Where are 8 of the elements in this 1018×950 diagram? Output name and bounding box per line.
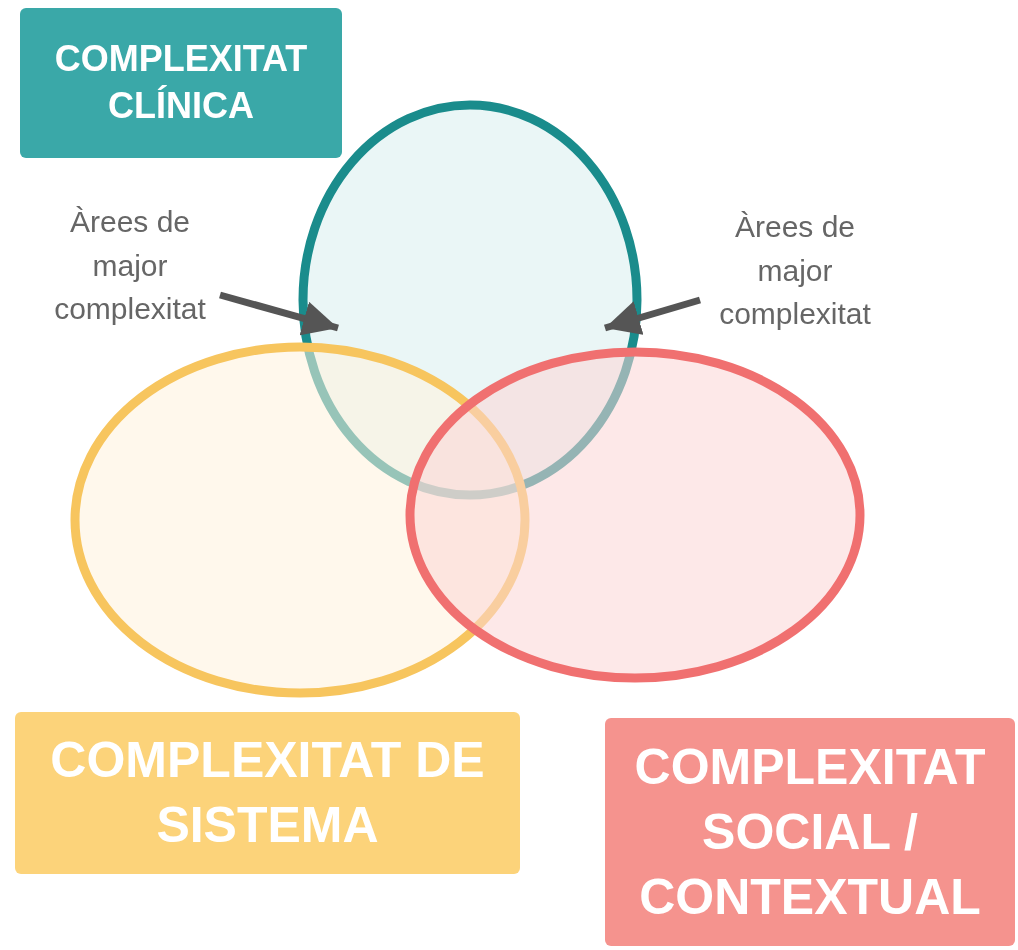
category-box: COMPLEXITAT DE SISTEMA xyxy=(15,712,520,874)
category-box: COMPLEXITAT CLÍNICA xyxy=(20,8,342,158)
annotation-text: Àrees de major complexitat xyxy=(40,200,220,335)
arrow xyxy=(219,291,339,336)
arrow xyxy=(604,296,701,335)
annotation-text: Àrees de major complexitat xyxy=(700,205,890,340)
category-box: COMPLEXITAT SOCIAL / CONTEXTUAL xyxy=(605,718,1015,946)
venn-circle xyxy=(405,347,865,683)
